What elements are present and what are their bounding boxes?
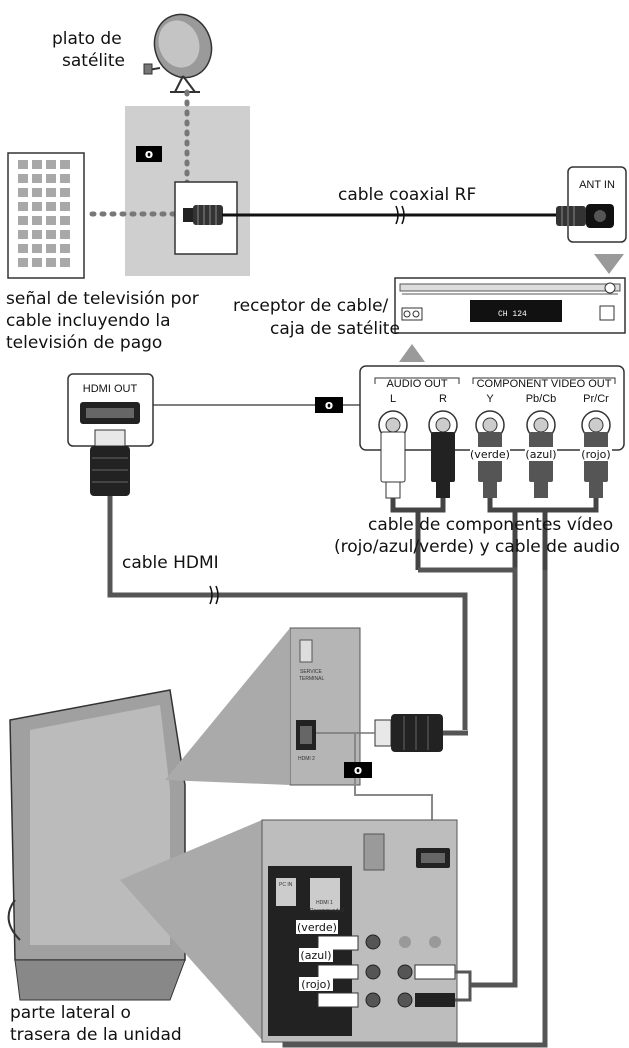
unit-label-line2: trasera de la unidad (10, 1025, 182, 1045)
wall-outlet (174, 181, 238, 255)
jack-y-label: Y (486, 393, 494, 405)
dish-label-line1: plato de (52, 29, 122, 49)
recommended-label: Recommended (310, 908, 344, 914)
cable-tv-label-line3: televisión de pago (6, 333, 162, 353)
hdmi-out-label: HDMI OUT (83, 383, 138, 395)
component-cable-label-line2: (rojo/azul/verde) y cable de audio (334, 537, 620, 557)
rear-verde-label: (verde) (297, 921, 337, 934)
cable-receiver (394, 277, 626, 334)
hdmi2-label: HDMI 2 (298, 756, 315, 762)
tv-icon (7, 628, 290, 1040)
jack-r-label: R (439, 393, 447, 405)
rear-azul-label: (azul) (300, 949, 331, 962)
hdmi-plug-side-icon (374, 714, 443, 752)
component-cables (390, 498, 599, 570)
receiver-display: CH 124 (498, 310, 527, 319)
or-badge (315, 397, 343, 413)
verde-label: (verde) (470, 448, 510, 461)
jack-l-label: L (390, 393, 396, 405)
component-video-out-label: COMPONENT VIDEO OUT (477, 378, 612, 390)
receiver-label-line2: caja de satélite (270, 319, 400, 339)
hdmi-out-terminal (67, 373, 154, 447)
audio-out-label: AUDIO OUT (386, 378, 447, 390)
or-badge (136, 146, 162, 162)
service-terminal-label-2: TERMINAL (299, 676, 325, 682)
cable-tv-label-line2: cable incluyendo la (6, 311, 171, 331)
rojo-label: (rojo) (581, 448, 610, 461)
service-terminal-label-1: SERVICE (300, 669, 323, 675)
component-cable-label-line1: cable de componentes vídeo (368, 515, 613, 535)
dish-label-line2: satélite (62, 51, 125, 71)
hdmi-plug-icon (90, 429, 130, 496)
arrow-up-icon (399, 344, 425, 362)
hdmi-cable-line (107, 496, 468, 730)
or-badge-text: o (145, 147, 153, 161)
pc-in-label: PC IN (279, 882, 293, 888)
hdmi-cable-label: cable HDMI (122, 553, 219, 573)
rf-cable-label: cable coaxial RF (338, 185, 476, 205)
hdmi1-label: HDMI 1 (316, 900, 333, 906)
unit-label-line1: parte lateral o (10, 1003, 131, 1023)
jack-pb-label: Pb/Cb (526, 393, 557, 405)
or-badge-text: o (325, 398, 333, 412)
receiver-label-line1: receptor de cable/ (233, 296, 389, 316)
cable-tv-label-line1: señal de televisión por (6, 289, 199, 309)
rear-rca-plugs (317, 935, 472, 1008)
tv-rear-panel (261, 819, 458, 1043)
azul-label: (azul) (525, 448, 556, 461)
ant-in-terminal (556, 166, 627, 243)
rear-rojo-label: (rojo) (301, 978, 330, 991)
or-badge (344, 762, 372, 778)
satellite-dish-icon (143, 13, 213, 93)
ant-in-label: ANT IN (579, 179, 615, 191)
arrow-down-icon (594, 254, 624, 274)
or-badge-text: o (354, 763, 362, 777)
building-icon (7, 152, 85, 279)
jack-pr-label: Pr/Cr (583, 393, 609, 405)
